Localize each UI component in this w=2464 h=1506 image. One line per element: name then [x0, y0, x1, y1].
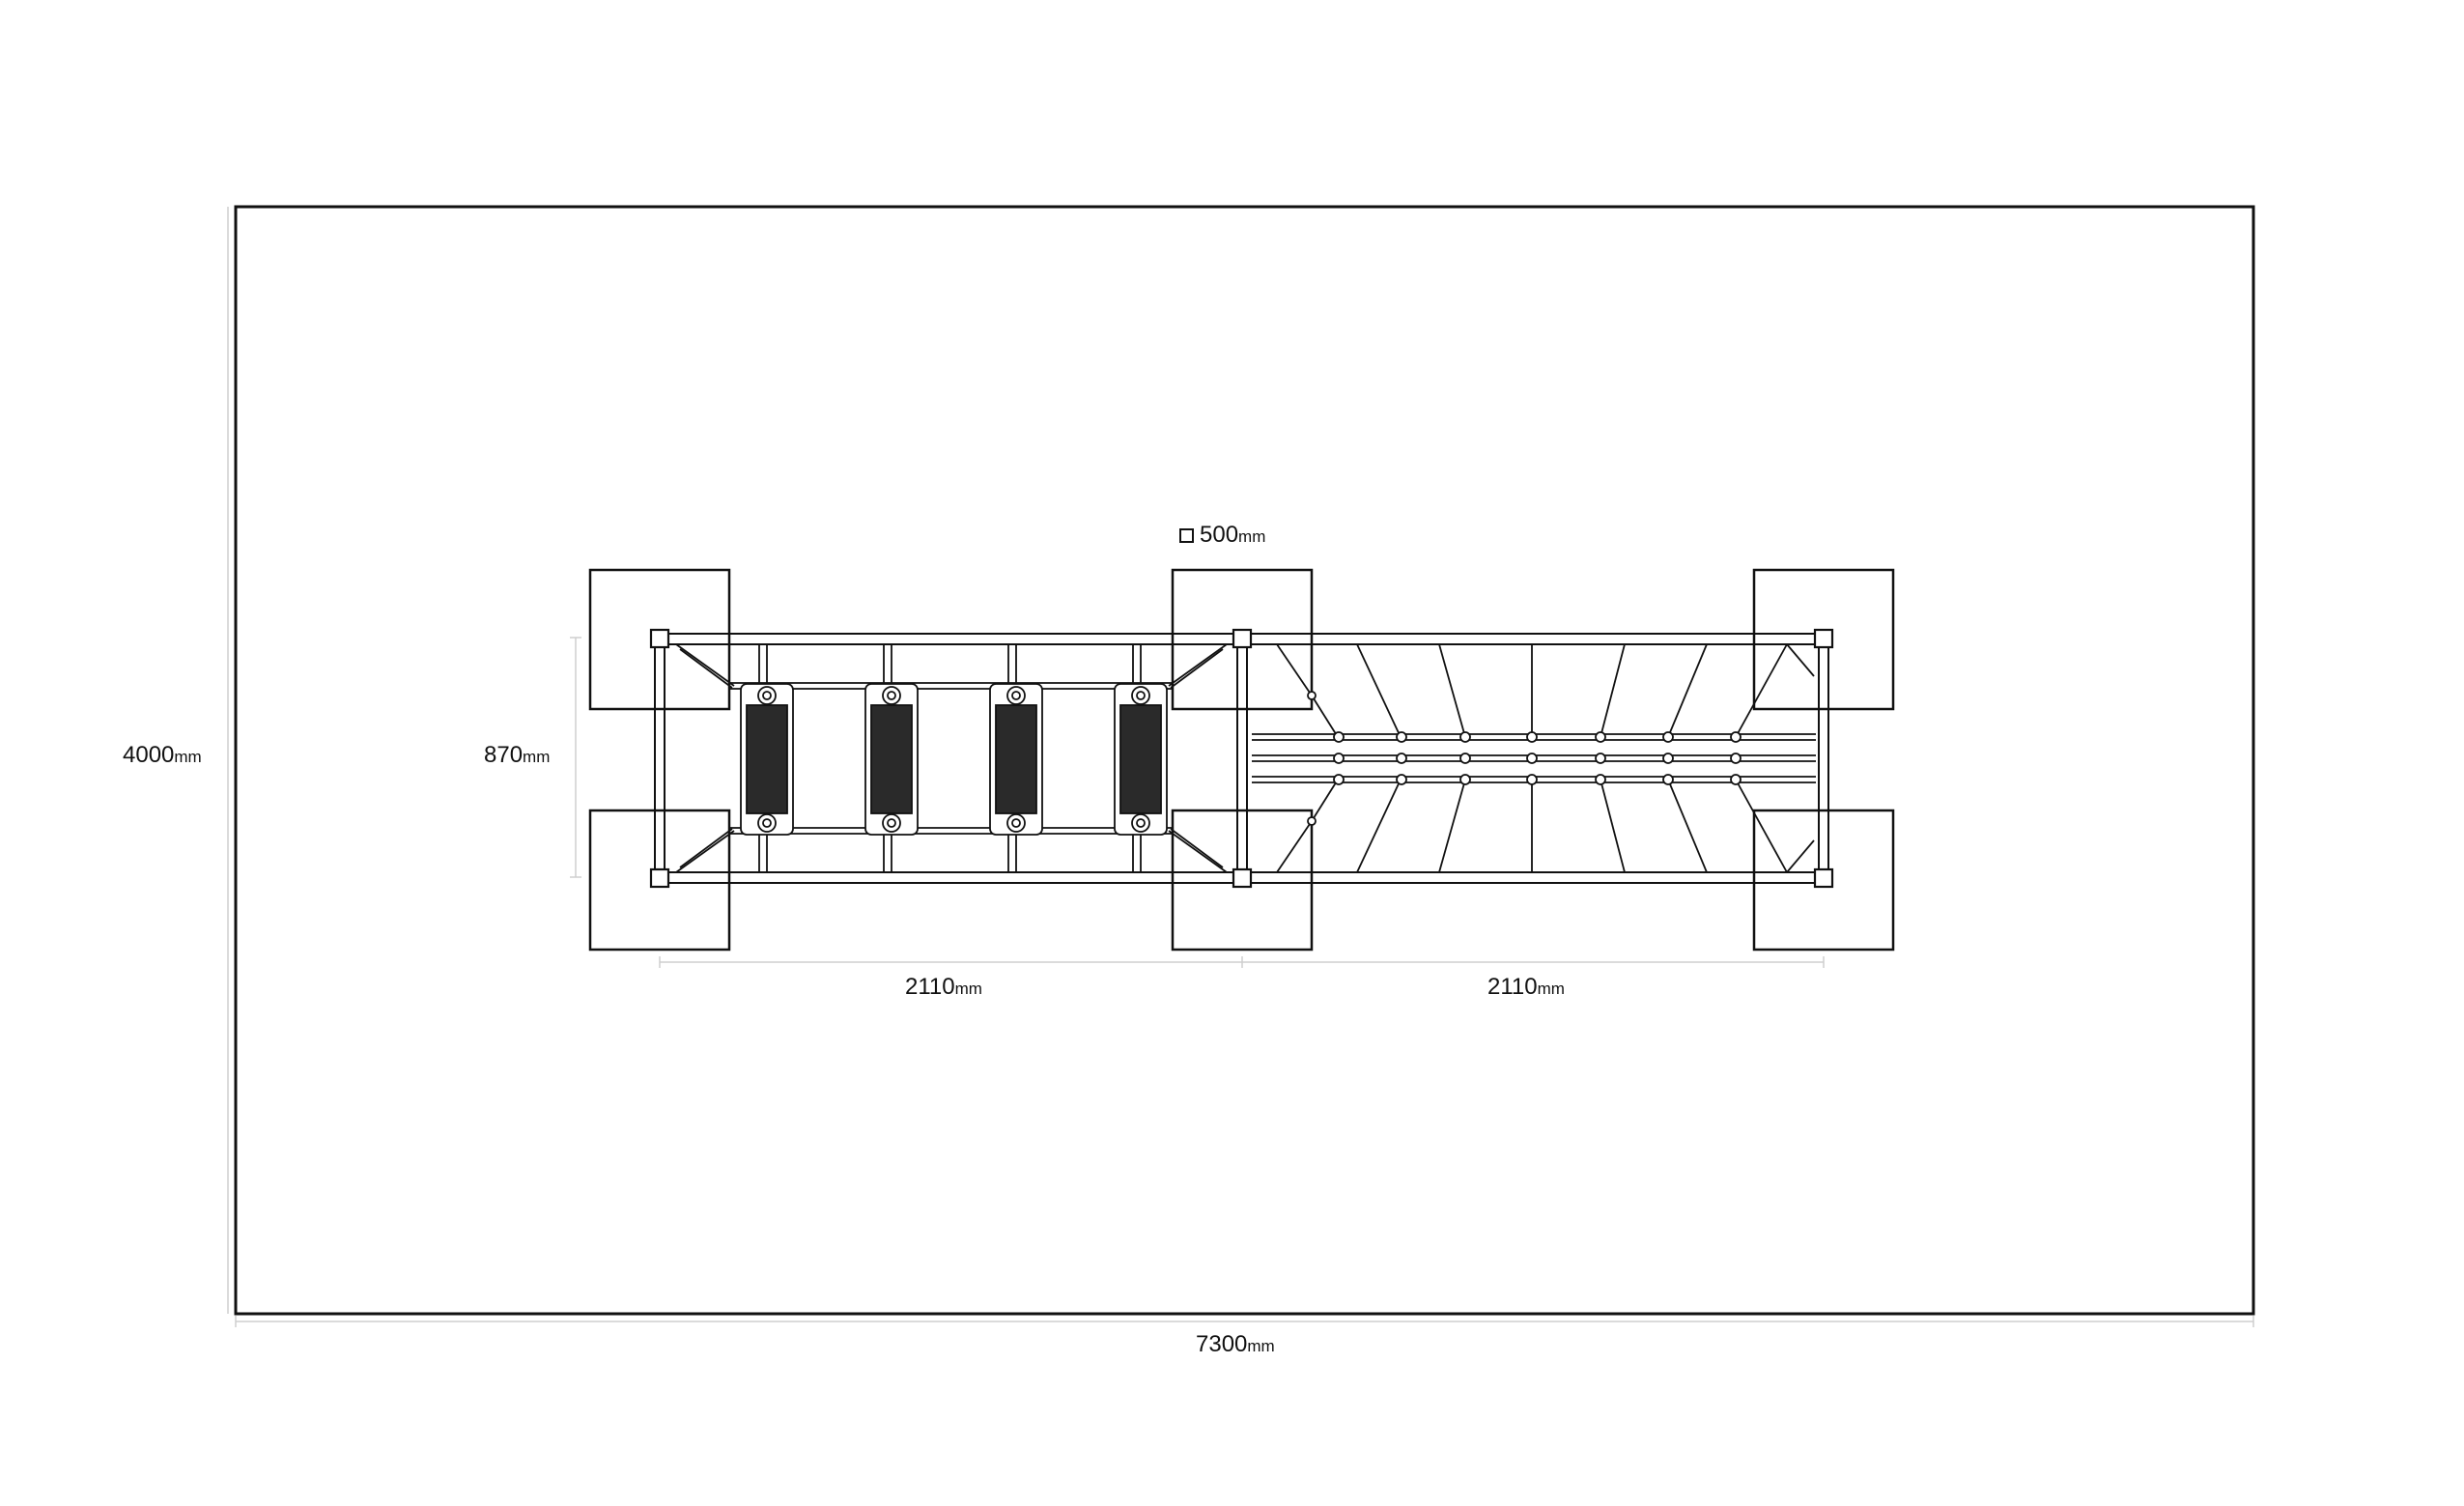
dimension-lines [227, 207, 2254, 1327]
post-cap [649, 628, 670, 649]
post-caps [649, 628, 1834, 889]
structure-depth-value: 870 [484, 742, 524, 768]
bay-left-label: 2110mm [905, 976, 982, 999]
bay-right-label: 2110mm [1487, 976, 1565, 999]
structure-depth-unit: mm [523, 748, 551, 766]
area-width-label: 7300mm [1196, 1333, 1275, 1356]
footing-size-value: 500 [1200, 522, 1239, 548]
footings [588, 568, 1895, 952]
post-cap [649, 867, 670, 889]
post-cap [1232, 628, 1253, 649]
post-cap [1813, 867, 1834, 889]
area-height-value: 4000 [123, 742, 175, 768]
footing-size-unit: mm [1238, 527, 1266, 546]
area-height-unit: mm [174, 748, 202, 766]
bay-right-unit: mm [1537, 980, 1565, 998]
ladder-connectors [1307, 691, 1742, 826]
area-height-label: 4000mm [123, 744, 202, 767]
footing [1752, 568, 1895, 711]
footing [1752, 809, 1895, 952]
safety-area-boundary [234, 205, 2255, 1316]
structure-depth-label: 870mm [484, 744, 550, 767]
swing-seats [740, 683, 1168, 836]
swing-seat [1114, 683, 1168, 836]
footing [588, 809, 731, 952]
footing [1171, 568, 1314, 711]
post-cap [1813, 628, 1834, 649]
bay-left-value: 2110 [905, 974, 955, 1000]
square-symbol-icon [1179, 528, 1194, 543]
footing-size-label: 500mm [1179, 524, 1265, 547]
footing [588, 568, 731, 711]
left-bay-structure [675, 643, 1228, 873]
frame-rails [654, 633, 1829, 884]
swing-seat [740, 683, 794, 836]
bay-left-unit: mm [954, 980, 982, 998]
area-width-value: 7300 [1196, 1331, 1248, 1357]
footing [1171, 809, 1314, 952]
swing-seat [864, 683, 919, 836]
bay-right-value: 2110 [1487, 974, 1538, 1000]
swing-seat [989, 683, 1043, 836]
post-cap [1232, 867, 1253, 889]
area-width-unit: mm [1247, 1337, 1275, 1355]
